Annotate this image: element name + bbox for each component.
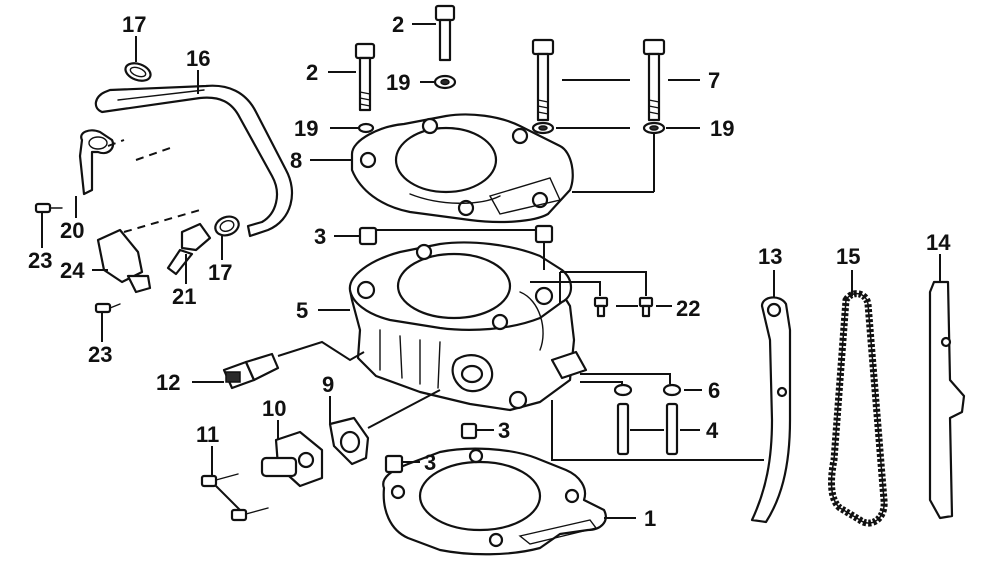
callout-4: 4 — [706, 418, 719, 443]
tensioner-gasket-part — [328, 416, 370, 466]
callout-24: 24 — [60, 258, 85, 283]
callout-14: 14 — [926, 230, 951, 255]
bolt-23-upper-part — [34, 202, 63, 214]
chain-guide-part — [928, 280, 966, 520]
callout-23-lower: 23 — [88, 342, 112, 367]
callout-19-left: 19 — [294, 116, 318, 141]
dowel-c-part — [460, 422, 478, 440]
callout-5: 5 — [296, 298, 308, 323]
hose-guide-bracket-part — [78, 129, 115, 196]
tensioner-bolt-b-part — [230, 507, 269, 522]
callout-10: 10 — [262, 396, 286, 421]
head-gasket-part — [350, 113, 574, 224]
hose-clamp-lower-part — [214, 215, 240, 237]
tensioner-bolt-a-part — [200, 473, 239, 488]
bolt-23-lower-part — [94, 302, 121, 314]
breather-hose-part — [94, 84, 294, 238]
cam-chain-part — [828, 290, 888, 527]
callout-6: 6 — [708, 378, 720, 403]
cylinder-block-part — [348, 241, 588, 412]
sensor-bracket-part — [166, 222, 212, 276]
head-bolt-d-part — [642, 38, 666, 122]
callout-21: 21 — [172, 284, 196, 309]
callout-8: 8 — [290, 148, 302, 173]
washer-b-part — [357, 122, 375, 134]
callout-17-lower: 17 — [208, 260, 232, 285]
callout-2-left: 2 — [306, 60, 318, 85]
head-bolt-c-part — [531, 38, 555, 122]
cam-chain-tensioner-part — [260, 430, 324, 488]
callout-13: 13 — [758, 244, 782, 269]
callout-20: 20 — [60, 218, 84, 243]
stud-4-a-part — [616, 402, 630, 456]
head-bolt-a-part — [434, 4, 456, 62]
bolt-22-a-part — [593, 296, 609, 318]
callout-1: 1 — [644, 506, 656, 531]
callout-19-right: 19 — [710, 116, 734, 141]
dowel-d-part — [384, 454, 404, 474]
callout-17-upper: 17 — [122, 12, 146, 37]
callout-12: 12 — [156, 370, 180, 395]
washer-c-part — [531, 121, 555, 135]
callout-11: 11 — [196, 422, 219, 447]
callout-19-top: 19 — [386, 70, 410, 95]
temperature-sensor-part — [222, 352, 280, 390]
callout-15: 15 — [836, 244, 860, 269]
callout-23-upper: 23 — [28, 248, 52, 273]
leader-lines — [41, 23, 941, 519]
chain-tensioner-guide-part — [750, 296, 792, 524]
stud-4-b-part — [665, 402, 679, 456]
callout-3-lower: 3 — [424, 450, 436, 475]
callout-16: 16 — [186, 46, 210, 71]
washer-a-part — [433, 74, 457, 90]
callout-9: 9 — [322, 372, 334, 397]
washer-6-b-part — [662, 383, 682, 397]
hose-clamp-upper-part — [124, 62, 152, 82]
callout-22: 22 — [676, 296, 700, 321]
washer-d-part — [642, 121, 666, 135]
bolt-22-b-part — [638, 296, 654, 318]
callout-7: 7 — [708, 68, 720, 93]
dowel-a-part — [358, 226, 378, 246]
callout-3-middle: 3 — [498, 418, 510, 443]
cover-part — [96, 228, 152, 294]
callout-labels: 17 16 2 2 19 7 19 19 8 3 5 22 6 4 13 15 … — [28, 12, 951, 531]
base-gasket-part — [382, 447, 607, 556]
washer-6-a-part — [613, 383, 633, 397]
dowel-b-part — [534, 224, 554, 244]
head-bolt-b-part — [354, 42, 376, 112]
callout-3-upper: 3 — [314, 224, 326, 249]
callout-2-upper: 2 — [392, 12, 404, 37]
